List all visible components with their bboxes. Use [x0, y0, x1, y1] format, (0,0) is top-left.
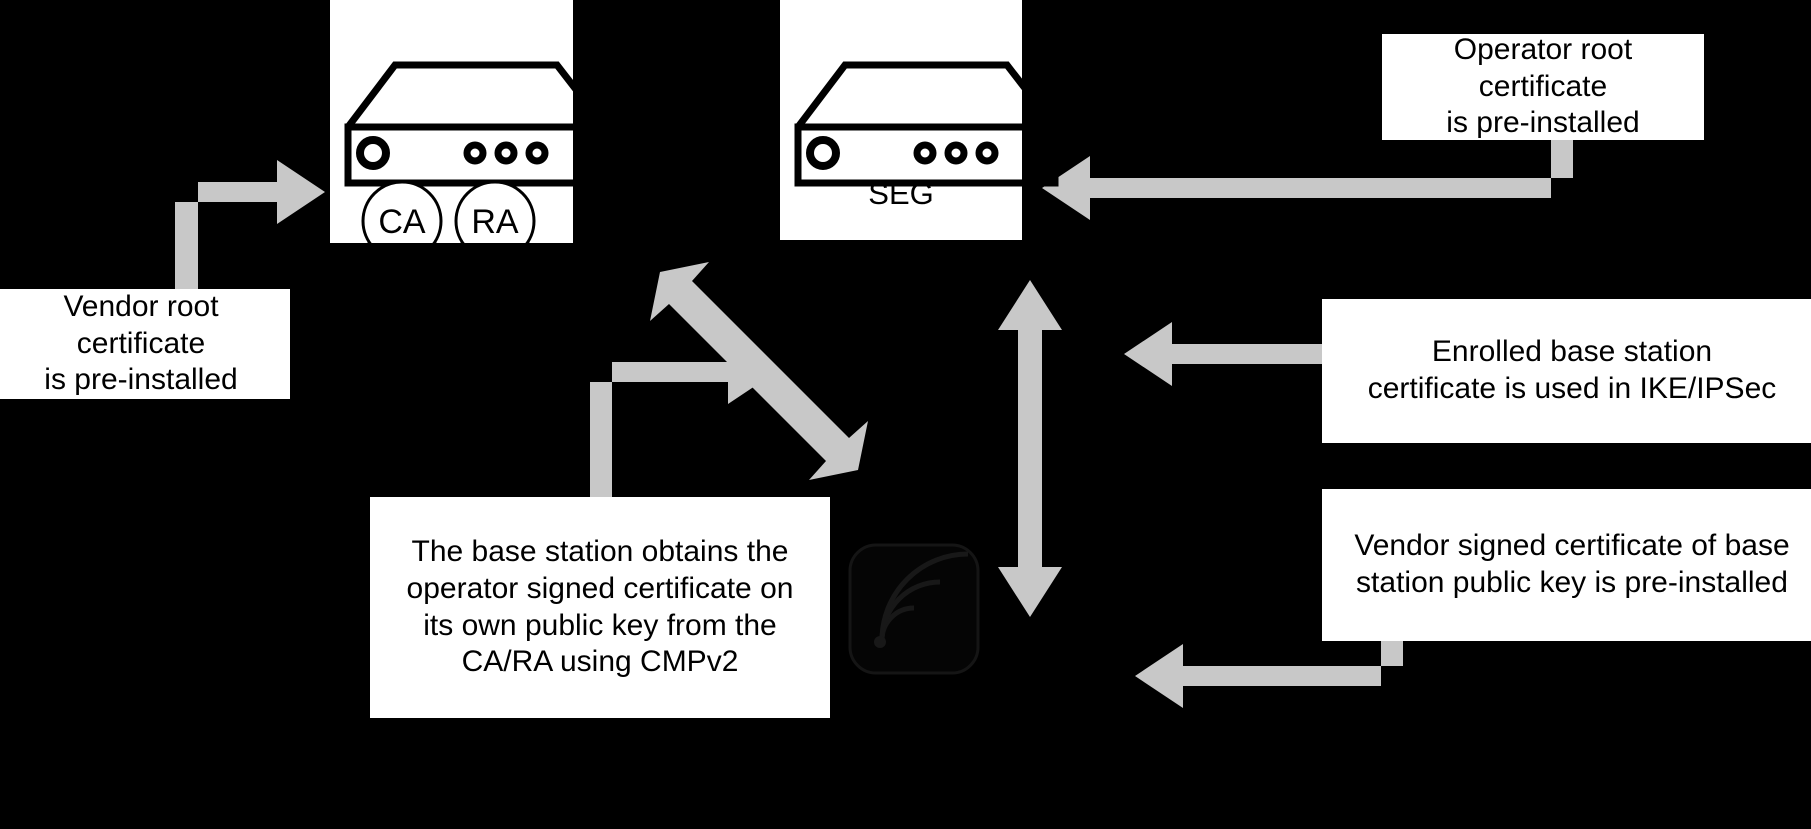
arrow-operator-root-to-seg: [1042, 140, 1573, 220]
wireless-signal-icon: [848, 543, 980, 675]
base-station-server-icon: [344, 61, 609, 187]
seg-panel: SEG: [780, 0, 1022, 240]
callout-cmpv2-line1: The base station obtains the: [411, 535, 789, 569]
callout-cmpv2: The base station obtains the operator si…: [370, 497, 830, 718]
arrow-base-station-to-seg-diagonal: [650, 262, 868, 480]
arrow-vendor-root-to-base-station: [175, 160, 325, 330]
panel-bottom-mask: [330, 243, 573, 303]
ra-actor-label: RA: [471, 203, 519, 241]
actor-clipped-outlines: [365, 242, 532, 267]
seg-server-icon: [794, 61, 1059, 187]
callout-vendor-signed-line1: Vendor signed certificate of base: [1354, 529, 1790, 563]
callout-cmpv2-line4: CA/RA using CMPv2: [461, 645, 739, 679]
callout-vendor-root: Vendor root certificate is pre-installed: [0, 289, 290, 399]
callout-cmpv2-line3: its own public key from the: [423, 608, 777, 642]
callout-vendor-root-line2: is pre-installed: [44, 363, 238, 397]
callout-cmpv2-line2: operator signed certificate on: [406, 571, 794, 605]
callout-enrolled-bs-line1: Enrolled base station: [1431, 335, 1713, 369]
arrow-vendor-signed-to-wireless-device: [1135, 628, 1403, 708]
arrow-enrolled-bs-to-seg-link: [1124, 322, 1322, 386]
callout-enrolled-bs: Enrolled base station certificate is use…: [1322, 299, 1811, 443]
callout-vendor-root-line1: Vendor root certificate: [63, 290, 219, 360]
callout-vendor-signed-line2: station public key is pre-installed: [1356, 566, 1788, 599]
callout-vendor-signed: Vendor signed certificate of base statio…: [1322, 489, 1811, 641]
callout-enrolled-bs-line2: certificate is used in IKE/IPSec: [1367, 372, 1777, 405]
arrow-cmpv2-to-base-station-link: [590, 340, 776, 500]
ca-actor-label: CA: [378, 203, 426, 241]
callout-operator-root: Operator root certificate is pre-install…: [1382, 33, 1704, 140]
callout-operator-root-line1: Operator root certificate: [1453, 33, 1633, 103]
callout-operator-root-line2: is pre-installed: [1446, 106, 1640, 140]
arrow-seg-to-wireless-device-vertical: [998, 280, 1062, 617]
